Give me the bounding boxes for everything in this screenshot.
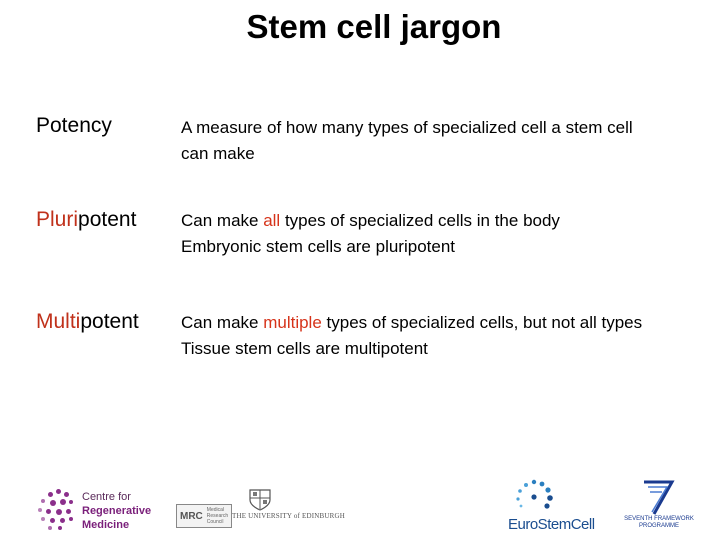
fp7-icon bbox=[644, 480, 675, 515]
eurostemcell-dots-icon bbox=[516, 479, 553, 509]
crm-line-1: Centre for bbox=[82, 491, 131, 503]
term-rest: potent bbox=[80, 310, 139, 333]
crm-text: Centre for Regenerative Medicine bbox=[82, 490, 151, 532]
def-text-post: types of specialized cells, but not all … bbox=[321, 313, 643, 332]
crm-line-2: Regenerative bbox=[82, 505, 152, 517]
def-text: A measure of how many types of specializ… bbox=[181, 118, 633, 137]
def-highlight: multiple bbox=[263, 313, 322, 332]
definition-line-1: Can make multiple types of specialized c… bbox=[181, 310, 711, 336]
def-text-post: types of specialized cells in the body bbox=[280, 211, 560, 230]
slide-title: Stem cell jargon bbox=[246, 8, 502, 45]
def-text: Can make bbox=[181, 211, 264, 230]
mrc-logo: MRC Medical Research Council bbox=[176, 504, 232, 528]
definition-line-1: Can make all types of specialized cells … bbox=[181, 208, 711, 234]
term-rest: Potency bbox=[36, 114, 112, 137]
definition-line-2: can make bbox=[181, 144, 255, 163]
definition-line-2: Tissue stem cells are multipotent bbox=[181, 339, 428, 358]
def-text: Can make bbox=[181, 313, 264, 332]
term-potency: Potency bbox=[36, 114, 112, 138]
mrc-text: MRC bbox=[180, 510, 203, 522]
mrc-sub-2: Research bbox=[206, 513, 229, 519]
def-highlight: all bbox=[263, 211, 281, 230]
definition-line-1: A measure of how many types of specializ… bbox=[181, 115, 711, 141]
crm-line-3: Medicine bbox=[82, 519, 130, 531]
term-pluripotent: Pluripotent bbox=[36, 208, 136, 232]
uoe-text: THE UNIVERSITY of EDINBURGH bbox=[232, 512, 346, 520]
definition-potency: A measure of how many types of specializ… bbox=[181, 115, 711, 167]
fp7-text: SEVENTH FRAMEWORK PROGRAMME bbox=[624, 516, 694, 529]
uoe-crest-icon bbox=[249, 489, 271, 511]
mrc-sub-1: Medical bbox=[206, 507, 225, 513]
term-prefix: Pluri bbox=[36, 208, 79, 231]
definition-line-2: Embryonic stem cells are pluripotent bbox=[181, 237, 456, 256]
mrc-subtext: Medical Research Council bbox=[207, 507, 228, 525]
mrc-sub-3: Council bbox=[206, 519, 224, 525]
term-prefix: Multi bbox=[36, 310, 81, 333]
term-rest: potent bbox=[78, 208, 137, 231]
eurostemcell-text: EuroStemCell bbox=[508, 516, 595, 533]
definition-multipotent: Can make multiple types of specialized c… bbox=[181, 310, 711, 362]
definition-pluripotent: Can make all types of specialized cells … bbox=[181, 208, 711, 260]
term-multipotent: Multipotent bbox=[36, 310, 139, 334]
